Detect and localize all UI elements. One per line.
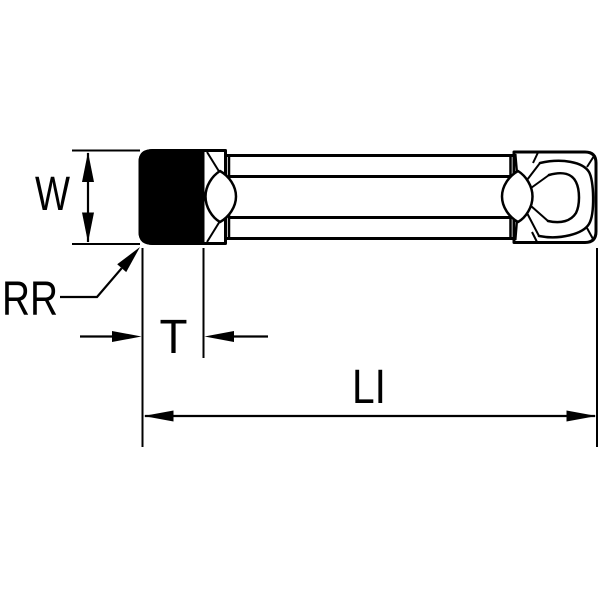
width-dimension-label: W — [35, 168, 71, 221]
tip-width-label: T — [160, 311, 188, 364]
right-cap-outline — [512, 150, 598, 244]
corner-radius-callout: RR — [2, 247, 140, 326]
length-arrowhead-right-icon — [566, 410, 597, 422]
right-cap — [500, 150, 598, 244]
width-arrowhead-up-icon — [82, 152, 94, 182]
clamp-dimple-right — [500, 169, 534, 224]
length-dimension-label: LI — [352, 361, 386, 414]
horseshoe-ridge-outer — [537, 159, 595, 239]
cutting-tip — [138, 149, 205, 245]
corner-radius-label: RR — [2, 273, 58, 326]
tip-width-dimension: T — [80, 248, 268, 447]
tip-width-arrowhead-right-icon — [112, 331, 142, 342]
left-cap — [138, 149, 238, 245]
clamp-dimple-left — [204, 169, 238, 224]
right-cap-facet-lines — [514, 152, 595, 243]
tip-width-arrowhead-left-icon — [204, 331, 234, 342]
length-dimension: LI — [143, 248, 598, 447]
corner-radius-leader-line — [60, 267, 123, 299]
horseshoe-ridge-inner — [546, 172, 581, 224]
left-cap-facet-line-bottom — [206, 220, 221, 243]
width-arrowhead-down-icon — [82, 212, 94, 243]
width-dimension: W — [35, 149, 140, 245]
length-arrowhead-left-icon — [143, 410, 174, 422]
corner-radius-arrowhead-icon — [117, 247, 140, 273]
left-cap-facet-line-top — [206, 151, 221, 174]
